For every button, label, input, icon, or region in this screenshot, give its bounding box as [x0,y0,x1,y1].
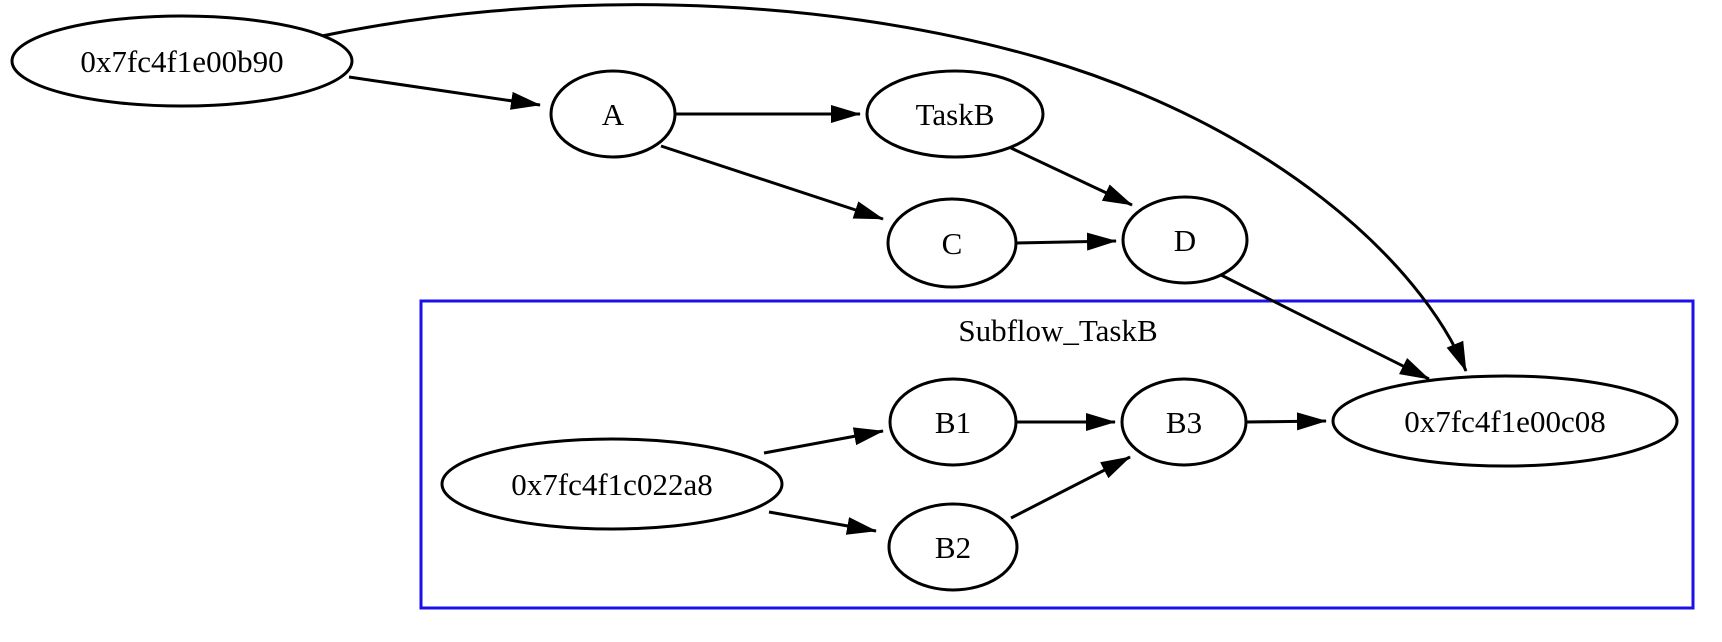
node-end-shape [1331,374,1679,468]
node-b3-label: B3 [1166,405,1202,440]
edge-taskb-to-d [1010,146,1133,207]
node-start-shape [10,14,354,108]
node-b1: B1 [888,377,1018,467]
edge-start-to-a [348,75,541,110]
node-c-shape [886,197,1018,289]
cluster-border [419,299,1695,610]
node-taskb-shape [865,69,1045,159]
node-substart: 0x7fc4f1c022a8 [440,437,784,531]
node-d-label: D [1174,223,1196,258]
node-b2: B2 [887,502,1019,592]
node-end: 0x7fc4f1e00c08 [1331,374,1679,468]
node-c-label: C [942,226,963,261]
node-b1-shape [888,377,1018,467]
node-b3: B3 [1120,377,1248,467]
node-d-shape [1121,195,1249,285]
edge-b3-to-end [1245,412,1327,431]
node-a: A [549,69,677,159]
edge-substart-to-b2 [768,510,877,535]
cluster-subflow-taskb: Subflow_TaskB [419,299,1695,610]
node-taskb-label: TaskB [916,97,995,132]
node-taskb: TaskB [865,69,1045,159]
node-substart-shape [440,437,784,531]
node-d: D [1121,195,1249,285]
edge-layer [316,3,1468,535]
node-b2-shape [887,502,1019,592]
edge-b2-to-b3 [1010,455,1131,520]
node-a-shape [549,69,677,159]
node-a-label: A [602,97,625,132]
node-start-label: 0x7fc4f1e00b90 [80,44,283,79]
edge-c-to-d [1015,232,1117,251]
node-end-label: 0x7fc4f1e00c08 [1404,404,1605,439]
edge-a-to-c [660,144,884,221]
node-b3-shape [1120,377,1248,467]
node-b1-label: B1 [935,405,971,440]
edge-d-to-end [1212,269,1430,381]
node-substart-label: 0x7fc4f1c022a8 [511,467,712,502]
edge-start-to-end [316,3,1468,372]
node-start: 0x7fc4f1e00b90 [10,14,354,108]
node-b2-label: B2 [935,530,971,565]
node-c: C [886,197,1018,289]
edge-substart-to-b1 [763,427,884,455]
cluster-label: Subflow_TaskB [958,313,1157,348]
